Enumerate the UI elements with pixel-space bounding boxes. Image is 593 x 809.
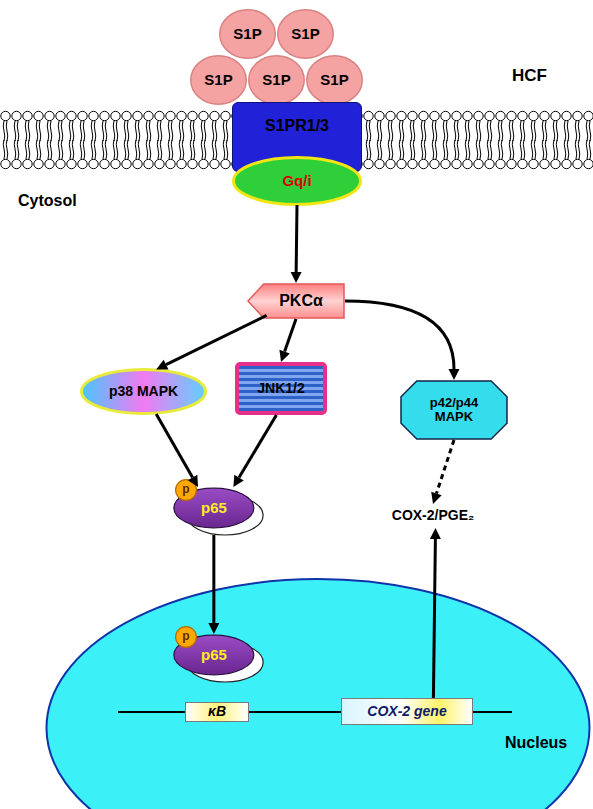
arrow-connector: [156, 414, 198, 487]
node-text: p42/p44 MAPK: [418, 396, 490, 425]
connector-line: [345, 301, 454, 369]
arrow-head: [156, 360, 168, 370]
ligand-oval: S1P: [277, 9, 334, 59]
kinase-ellipse: p38 MAPK: [80, 368, 207, 415]
gene-box: COX-2 gene: [341, 698, 473, 725]
node-text: Gq/i: [282, 173, 311, 190]
node-text: JNK1/2: [257, 381, 304, 396]
node-text: Nucleus: [505, 734, 567, 752]
ligand-oval: S1P: [190, 55, 247, 105]
arrow-head: [208, 623, 219, 634]
shape-fill: [176, 480, 197, 501]
nucleus-ellipse: Nucleus p65 p κB COX-2 gene: [45, 578, 591, 809]
arrow-connector: [431, 440, 454, 504]
node-text: p65: [201, 500, 227, 517]
connector-line: [239, 415, 276, 478]
shape-fill: [176, 627, 197, 648]
node-text: S1P: [291, 26, 319, 43]
transcription-factor: p65 p: [172, 625, 265, 685]
node-text: COX-2 gene: [367, 704, 446, 719]
node-text: S1P: [233, 26, 261, 43]
shape-fill: [82, 370, 206, 414]
cell-label: HCF: [512, 66, 547, 86]
arrow-head: [449, 369, 460, 380]
binding-site-box: κB: [185, 702, 249, 722]
arrow-connector: [430, 528, 441, 698]
shape-fill: [248, 284, 344, 318]
kinase-pentagon: PKCα: [247, 283, 345, 319]
arrow-connector: [279, 319, 296, 362]
node-text: S1P: [204, 72, 232, 89]
node-text: COX-2/PGE₂: [392, 508, 474, 523]
connector-line: [166, 315, 267, 364]
connector-line: [285, 319, 296, 352]
shape-fill: [249, 56, 305, 105]
arrow-connector: [345, 301, 460, 380]
ligand-oval: S1P: [219, 9, 276, 59]
arrow-head: [188, 475, 198, 487]
arrow-head: [279, 350, 289, 362]
nucleus-ellipse-outline: [45, 578, 591, 809]
shape-fill: [307, 56, 363, 105]
shape-fill: [234, 158, 361, 205]
compartment-label: Cytosol: [18, 192, 77, 210]
arrow-connector: [291, 205, 302, 283]
shape-fill: [401, 381, 507, 439]
node-text: PKCα: [279, 292, 323, 310]
arrow-connector: [156, 315, 266, 369]
shape-fill: [191, 56, 247, 105]
node-text: p65: [201, 647, 227, 664]
node-text: p: [182, 630, 189, 643]
node-text: p38 MAPK: [109, 384, 178, 399]
node-text: p: [182, 483, 189, 496]
connector-line: [433, 539, 435, 698]
connector-line: [436, 440, 454, 494]
arrow-head: [430, 528, 441, 539]
kinase-octagon: p42/p44 MAPK: [400, 380, 508, 440]
transcription-factor: p65 p: [172, 478, 265, 538]
g-protein-ellipse: Gq/i: [232, 156, 362, 206]
node-text: S1P: [320, 72, 348, 89]
connector-line: [156, 414, 192, 477]
shape-fill: [220, 10, 276, 59]
connector-line: [295, 205, 299, 272]
shape-fill: [47, 579, 590, 809]
arrow-connector: [208, 535, 219, 634]
node-text: S1P: [262, 72, 290, 89]
arrow-head: [291, 272, 302, 283]
arrow-connector: [233, 415, 276, 487]
node-text: κB: [208, 704, 226, 719]
arrow-head: [431, 492, 441, 504]
product-text: COX-2/PGE₂: [370, 504, 496, 528]
kinase-box: JNK1/2: [235, 362, 327, 415]
arrow-head: [233, 475, 243, 487]
phospho-circle: p: [175, 479, 197, 501]
node-text: S1PR1/3: [265, 117, 329, 135]
ligand-oval: S1P: [306, 55, 363, 105]
phospho-circle: p: [175, 626, 197, 648]
shape-fill: [278, 10, 334, 59]
ligand-oval: S1P: [248, 55, 305, 105]
connector-line: [212, 535, 215, 623]
